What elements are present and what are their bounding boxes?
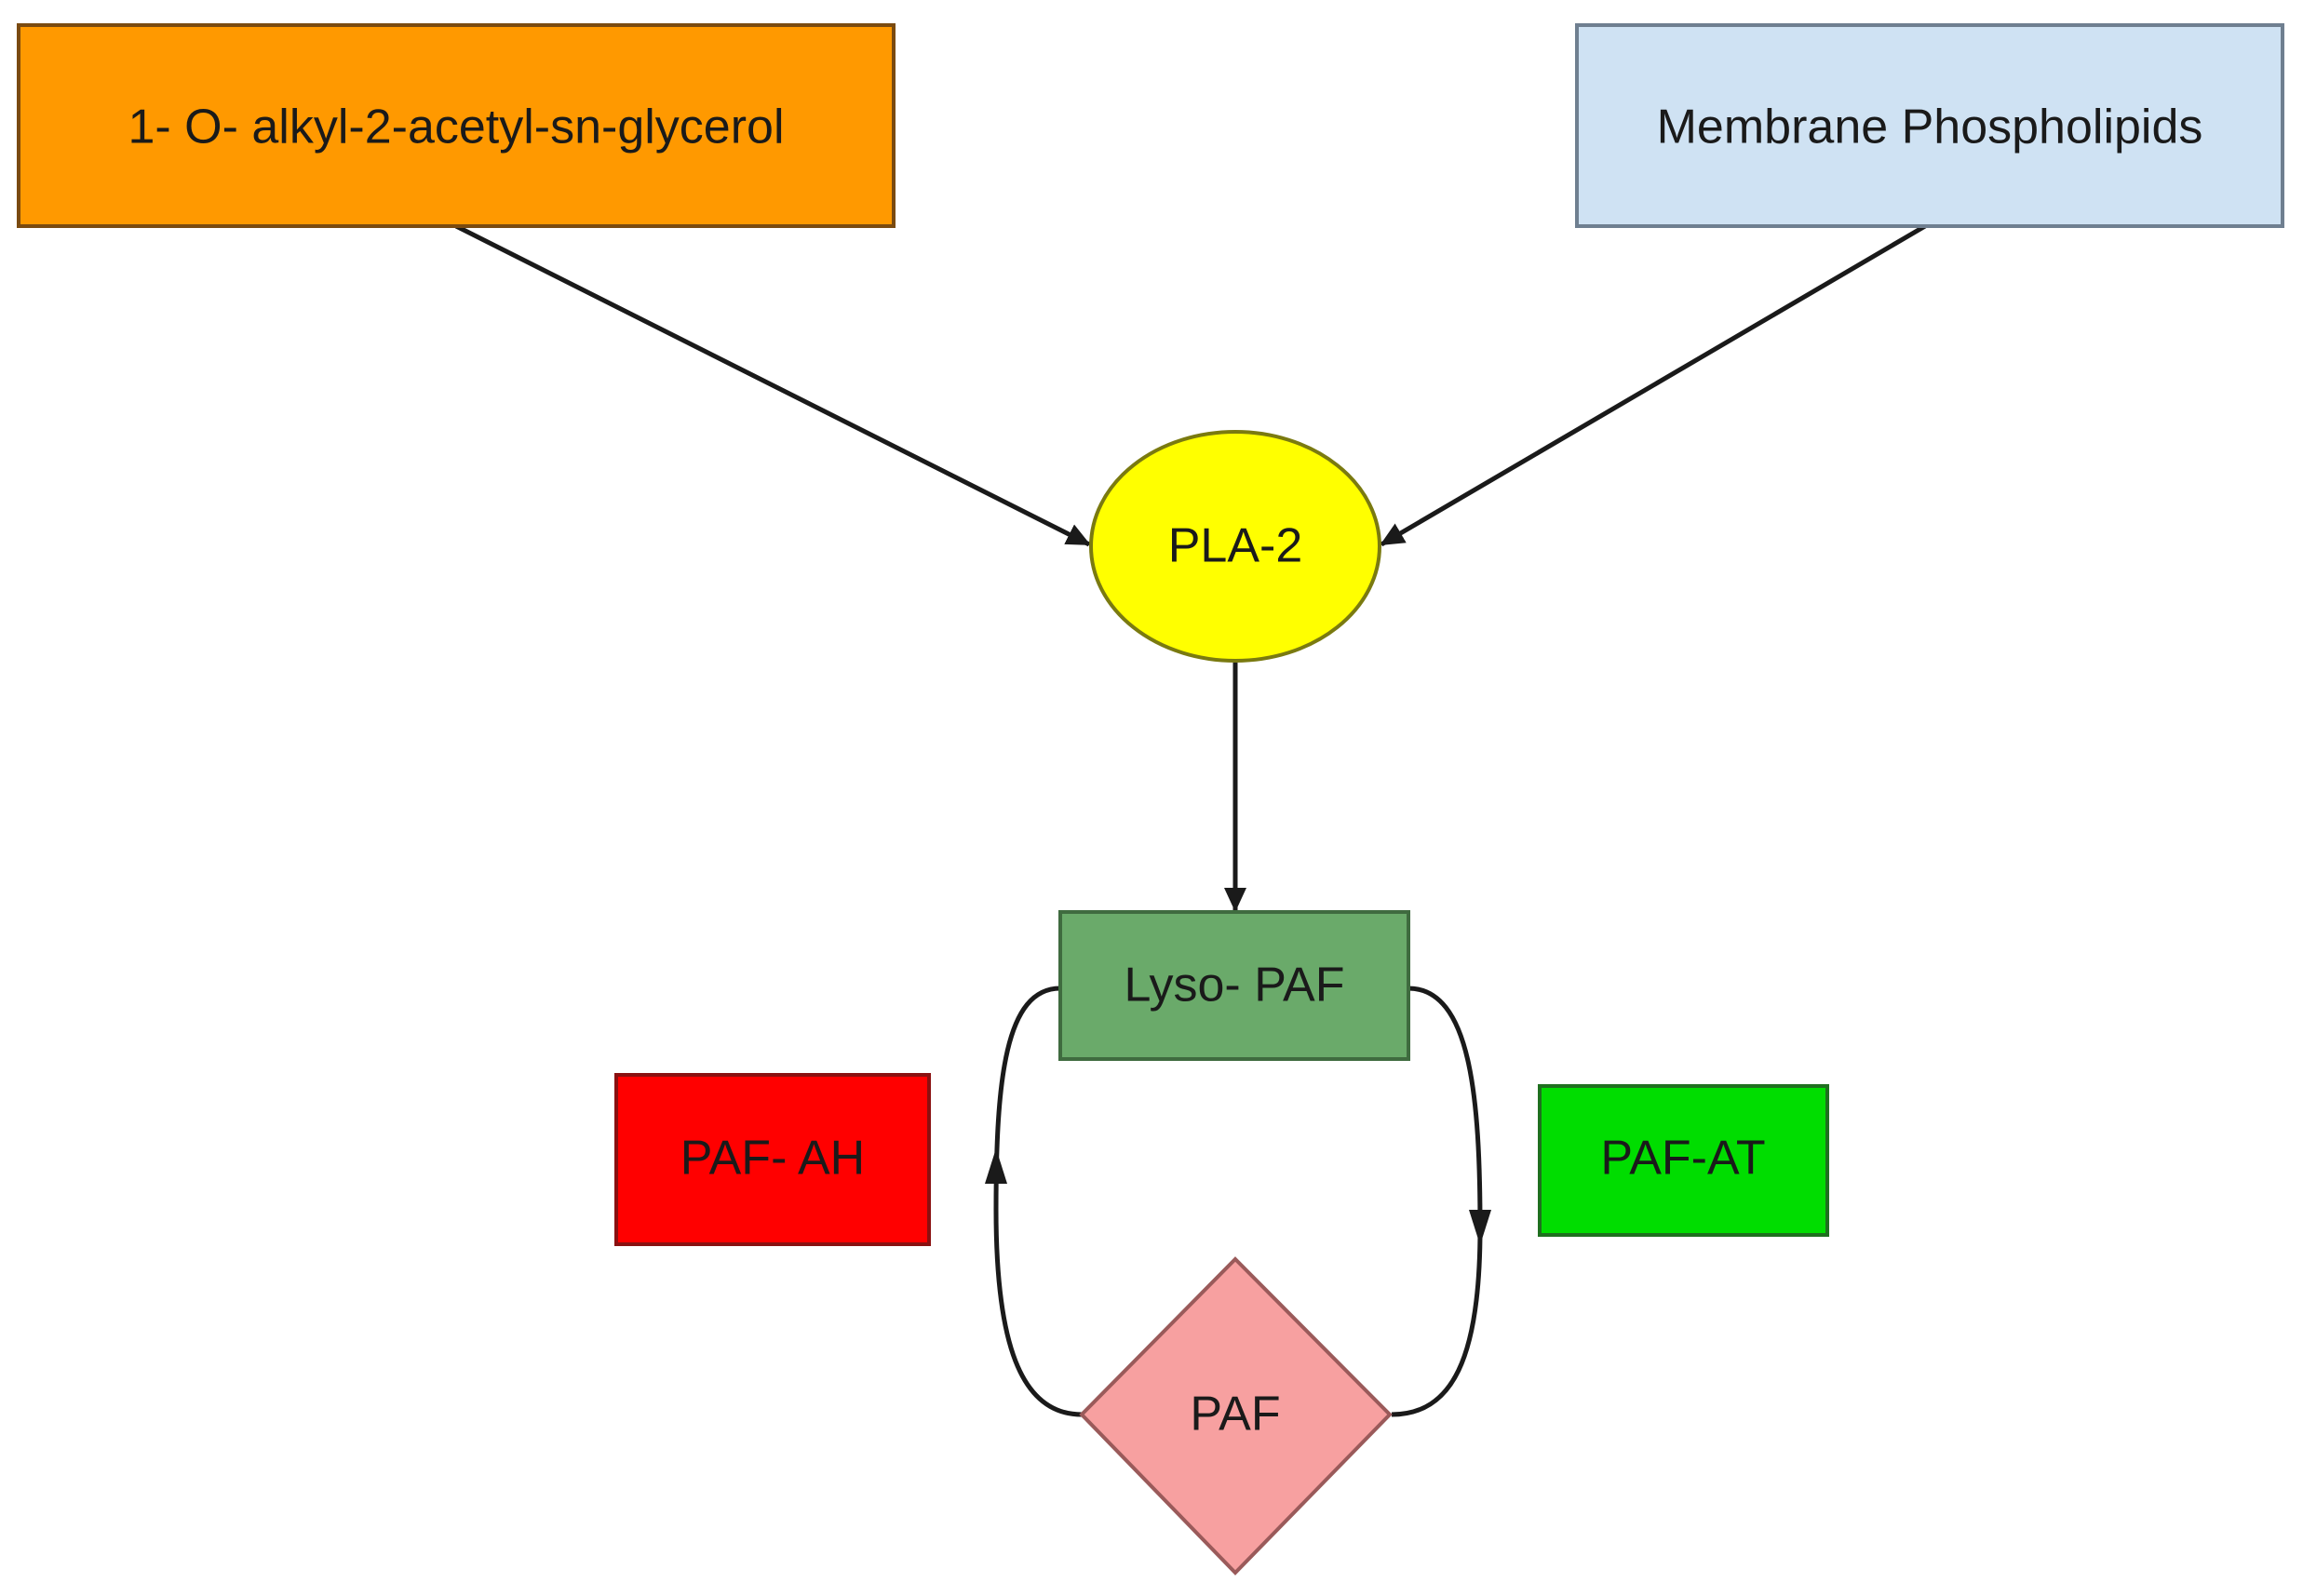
edge-phospholipids-to-pla2	[1380, 223, 1927, 547]
node-paf-ah-box	[614, 1073, 931, 1246]
node-membrane-phospholipids-label: Membrane Phospholipids	[1657, 101, 2203, 154]
edge-paf-to-lyso-paf-left-arc	[993, 986, 1083, 1417]
node-lyso-paf-label: Lyso- PAF	[1125, 959, 1345, 1013]
node-pla2-label: PLA-2	[1168, 519, 1303, 573]
node-lyso-paf-box	[1058, 910, 1410, 1061]
node-paf: PAF	[1079, 1256, 1393, 1576]
node-paf-at: PAF-AT	[1538, 1084, 1829, 1237]
arrow-up-left-arc	[985, 1148, 1007, 1184]
node-alkyl-acetyl-glycerol-box	[17, 23, 896, 228]
node-paf-label: PAF	[1190, 1388, 1280, 1442]
node-membrane-phospholipids: Membrane Phospholipids	[1575, 23, 2284, 228]
node-paf-ah: PAF- AH	[614, 1073, 931, 1246]
node-pla2-ellipse	[1089, 430, 1381, 663]
node-paf-at-box	[1538, 1084, 1829, 1237]
node-alkyl-acetyl-glycerol-label: 1- O- alkyl-2-acetyl-sn-glycerol	[128, 101, 784, 154]
node-paf-ah-label: PAF- AH	[680, 1132, 865, 1186]
node-paf-at-label: PAF-AT	[1600, 1132, 1765, 1186]
node-alkyl-acetyl-glycerol: 1- O- alkyl-2-acetyl-sn-glycerol	[17, 23, 896, 228]
node-lyso-paf: Lyso- PAF	[1058, 910, 1410, 1061]
node-membrane-phospholipids-box	[1575, 23, 2284, 228]
edges	[454, 223, 1927, 1417]
arrow-down-right-arc	[1469, 1210, 1491, 1245]
node-paf-diamond	[1079, 1256, 1393, 1576]
node-pla2: PLA-2	[1089, 430, 1381, 663]
edge-glycerol-to-pla2	[454, 223, 1091, 547]
